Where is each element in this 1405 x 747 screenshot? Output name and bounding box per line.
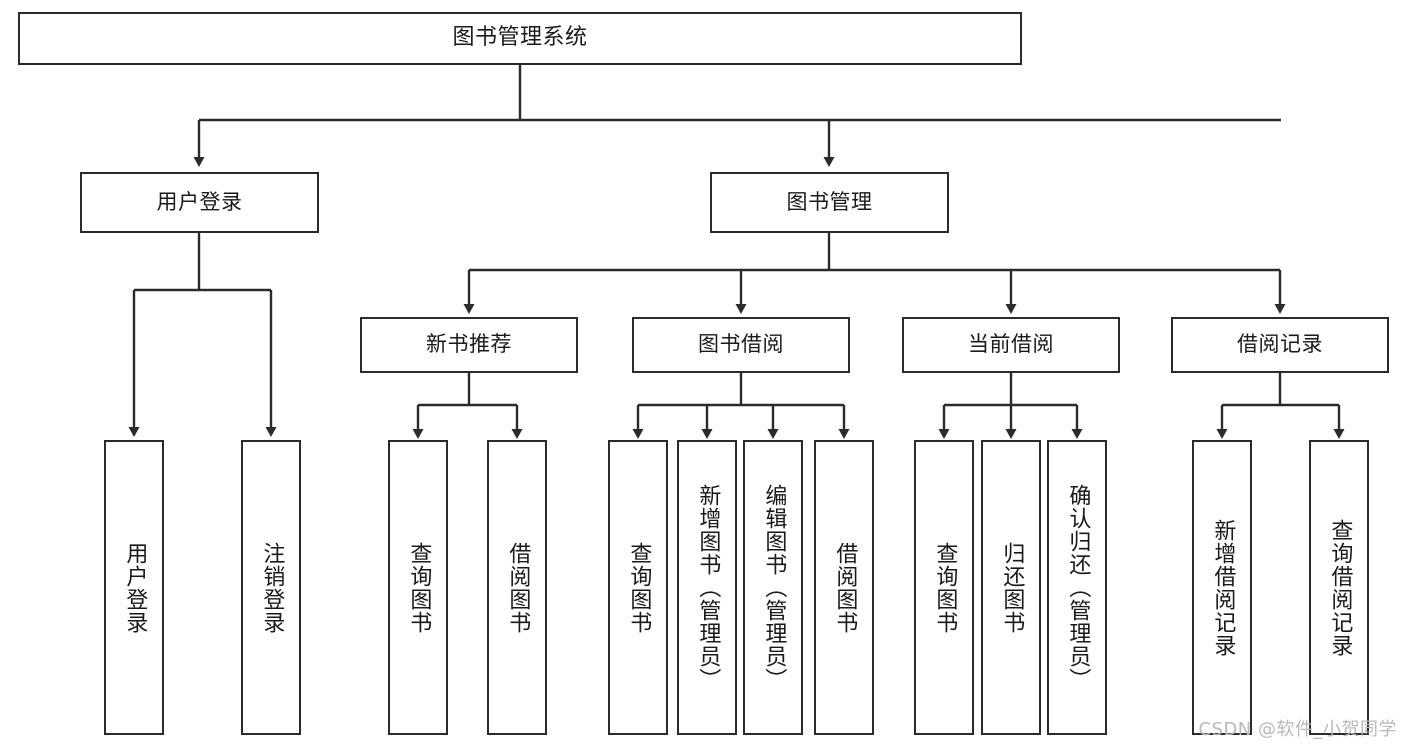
node-new-book-recommend[interactable]: 新书推荐 <box>360 317 578 373</box>
leaf-record-add-record[interactable]: 新增借阅记录 <box>1192 440 1252 735</box>
leaf-borrow-borrow-book[interactable]: 借阅图书 <box>814 440 874 735</box>
leaf-borrow-edit-book-admin[interactable]: 编辑图书（管理员） <box>743 440 803 735</box>
leaf-current-confirm-return-admin[interactable]: 确认归还（管理员） <box>1047 440 1107 735</box>
leaf-recommend-query-book[interactable]: 查询图书 <box>388 440 448 735</box>
leaf-current-query-book[interactable]: 查询图书 <box>914 440 974 735</box>
leaf-record-query-record[interactable]: 查询借阅记录 <box>1309 440 1369 735</box>
node-label: 图书管理系统 <box>452 25 588 51</box>
node-label: 查询借阅记录 <box>1327 518 1353 657</box>
leaf-borrow-add-book-admin[interactable]: 新增图书（管理员） <box>677 440 737 735</box>
leaf-borrow-query-book[interactable]: 查询图书 <box>608 440 668 735</box>
node-label: 新增借阅记录 <box>1210 518 1236 657</box>
node-label: 注销登录 <box>259 541 285 634</box>
node-label: 新增图书（管理员） <box>695 484 721 691</box>
node-label: 编辑图书（管理员） <box>761 484 787 691</box>
node-label: 当前借阅 <box>968 332 1054 357</box>
node-label: 用户登录 <box>156 189 243 214</box>
leaf-user-login-logout[interactable]: 注销登录 <box>241 440 301 735</box>
node-book-borrow[interactable]: 图书借阅 <box>632 317 850 373</box>
node-user-login[interactable]: 用户登录 <box>80 172 319 233</box>
node-label: 查询图书 <box>932 541 958 634</box>
node-label: 借阅图书 <box>832 541 858 634</box>
node-label: 查询图书 <box>406 541 432 634</box>
node-label: 用户登录 <box>122 541 148 634</box>
leaf-current-return-book[interactable]: 归还图书 <box>981 440 1041 735</box>
node-book-management[interactable]: 图书管理 <box>710 172 949 233</box>
node-label: 图书管理 <box>786 189 873 214</box>
node-label: 查询图书 <box>626 541 652 634</box>
node-current-borrow[interactable]: 当前借阅 <box>902 317 1120 373</box>
node-label: 确认归还（管理员） <box>1065 484 1091 691</box>
node-label: 借阅图书 <box>505 541 531 634</box>
leaf-user-login-login[interactable]: 用户登录 <box>104 440 164 735</box>
leaf-recommend-borrow-book[interactable]: 借阅图书 <box>487 440 547 735</box>
node-label: 图书借阅 <box>698 332 784 357</box>
node-borrow-record[interactable]: 借阅记录 <box>1171 317 1389 373</box>
node-label: 归还图书 <box>999 541 1025 634</box>
node-root-system[interactable]: 图书管理系统 <box>18 12 1022 65</box>
watermark-text: CSDN @软件_小贺同学 <box>1198 719 1397 740</box>
node-label: 借阅记录 <box>1237 332 1323 357</box>
node-label: 新书推荐 <box>426 332 512 357</box>
